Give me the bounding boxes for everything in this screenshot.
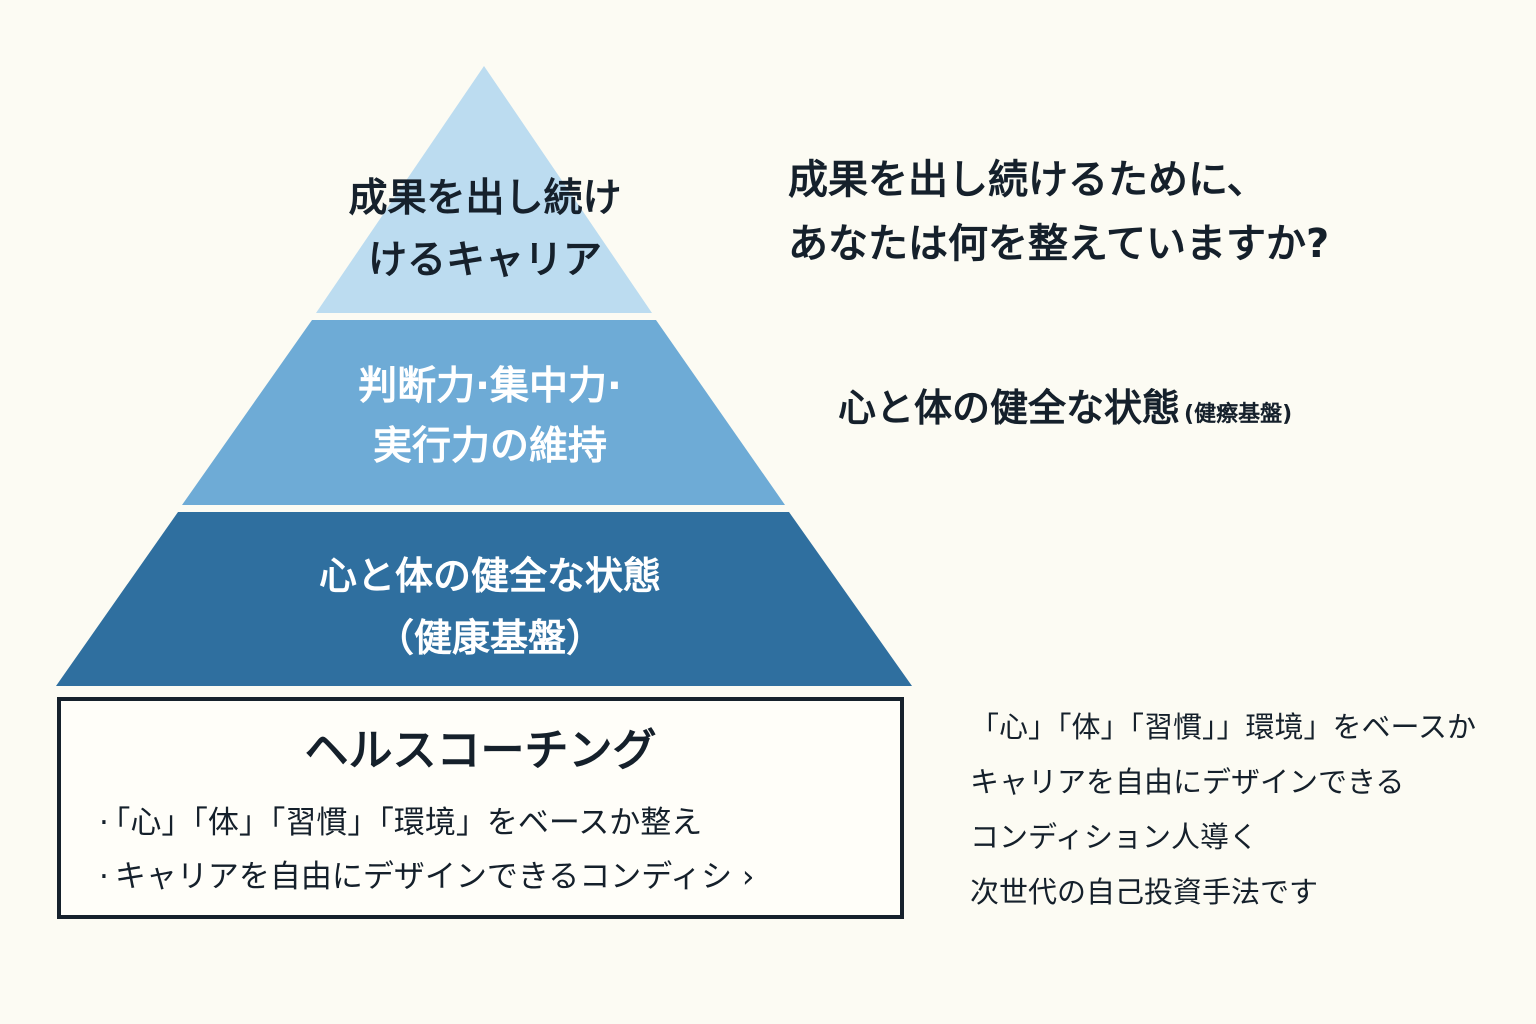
pyramid-base-label: 心と体の健全な状態 （健康基盤） bbox=[240, 545, 740, 669]
coaching-bullet: ·キャリアを自由にデザインできるコンディシ › bbox=[99, 855, 754, 899]
coaching-bullet-text: キャリアを自由にデザインできるコンディシ bbox=[114, 859, 733, 895]
health-foundation-sub: (健瘵基盤) bbox=[1184, 402, 1293, 427]
pyramid-tier-middle bbox=[182, 320, 785, 505]
description-text: 「心」「体」「習慣」」環境」をベースか キャリアを自由にデザインできる コンディ… bbox=[970, 700, 1476, 920]
description-line: コンディション人導く bbox=[970, 820, 1258, 854]
question-line: 成果を出し続けるために、 bbox=[788, 157, 1267, 203]
pyramid-top-line: 成果を出し続け bbox=[348, 176, 622, 221]
coaching-bullet-text: 「心」「体」「習慣」「環境」をベースか整え bbox=[114, 805, 703, 841]
description-line: 次世代の自己投資手法です bbox=[970, 875, 1319, 909]
pyramid-tier-top bbox=[316, 66, 652, 313]
coaching-bullet: ·「心」「体」「習慣」「環境」をベースか整え bbox=[99, 801, 702, 845]
description-line: 「心」「体」「習慣」」環境」をベースか bbox=[970, 710, 1477, 744]
health-coaching-box: ヘルスコーチング ·「心」「体」「習慣」「環境」をベースか整え ·キャリアを自由… bbox=[57, 697, 904, 919]
pyramid-top-line: けるキャリア bbox=[367, 238, 602, 283]
pyramid-base-line: （健康基盤） bbox=[375, 616, 604, 660]
description-line: キャリアを自由にデザインできる bbox=[970, 765, 1405, 799]
pyramid-top-label: 成果を出し続け けるキャリア bbox=[330, 168, 640, 292]
health-foundation-label: 心と体の健全な状態(健瘵基盤) bbox=[838, 380, 1292, 443]
pyramid-middle-label: 判断力·集中力· 実行力の維持 bbox=[290, 357, 690, 477]
pyramid-tier-base bbox=[56, 512, 912, 686]
pyramid-middle-line: 判断力·集中力· bbox=[358, 364, 622, 409]
overflow-chevron-icon: › bbox=[741, 859, 755, 895]
bullet-mark: · bbox=[99, 859, 109, 895]
health-foundation-main: 心と体の健全な状態 bbox=[838, 386, 1181, 430]
pyramid-middle-line: 実行力の維持 bbox=[372, 424, 607, 469]
question-line: あなたは何を整えていますか? bbox=[788, 221, 1330, 267]
bullet-mark: · bbox=[99, 805, 109, 841]
pyramid-base-line: 心と体の健全な状態 bbox=[318, 554, 661, 598]
question-heading: 成果を出し続けるために、 あなたは何を整えていますか? bbox=[788, 148, 1329, 276]
health-coaching-title: ヘルスコーチング bbox=[304, 725, 657, 776]
